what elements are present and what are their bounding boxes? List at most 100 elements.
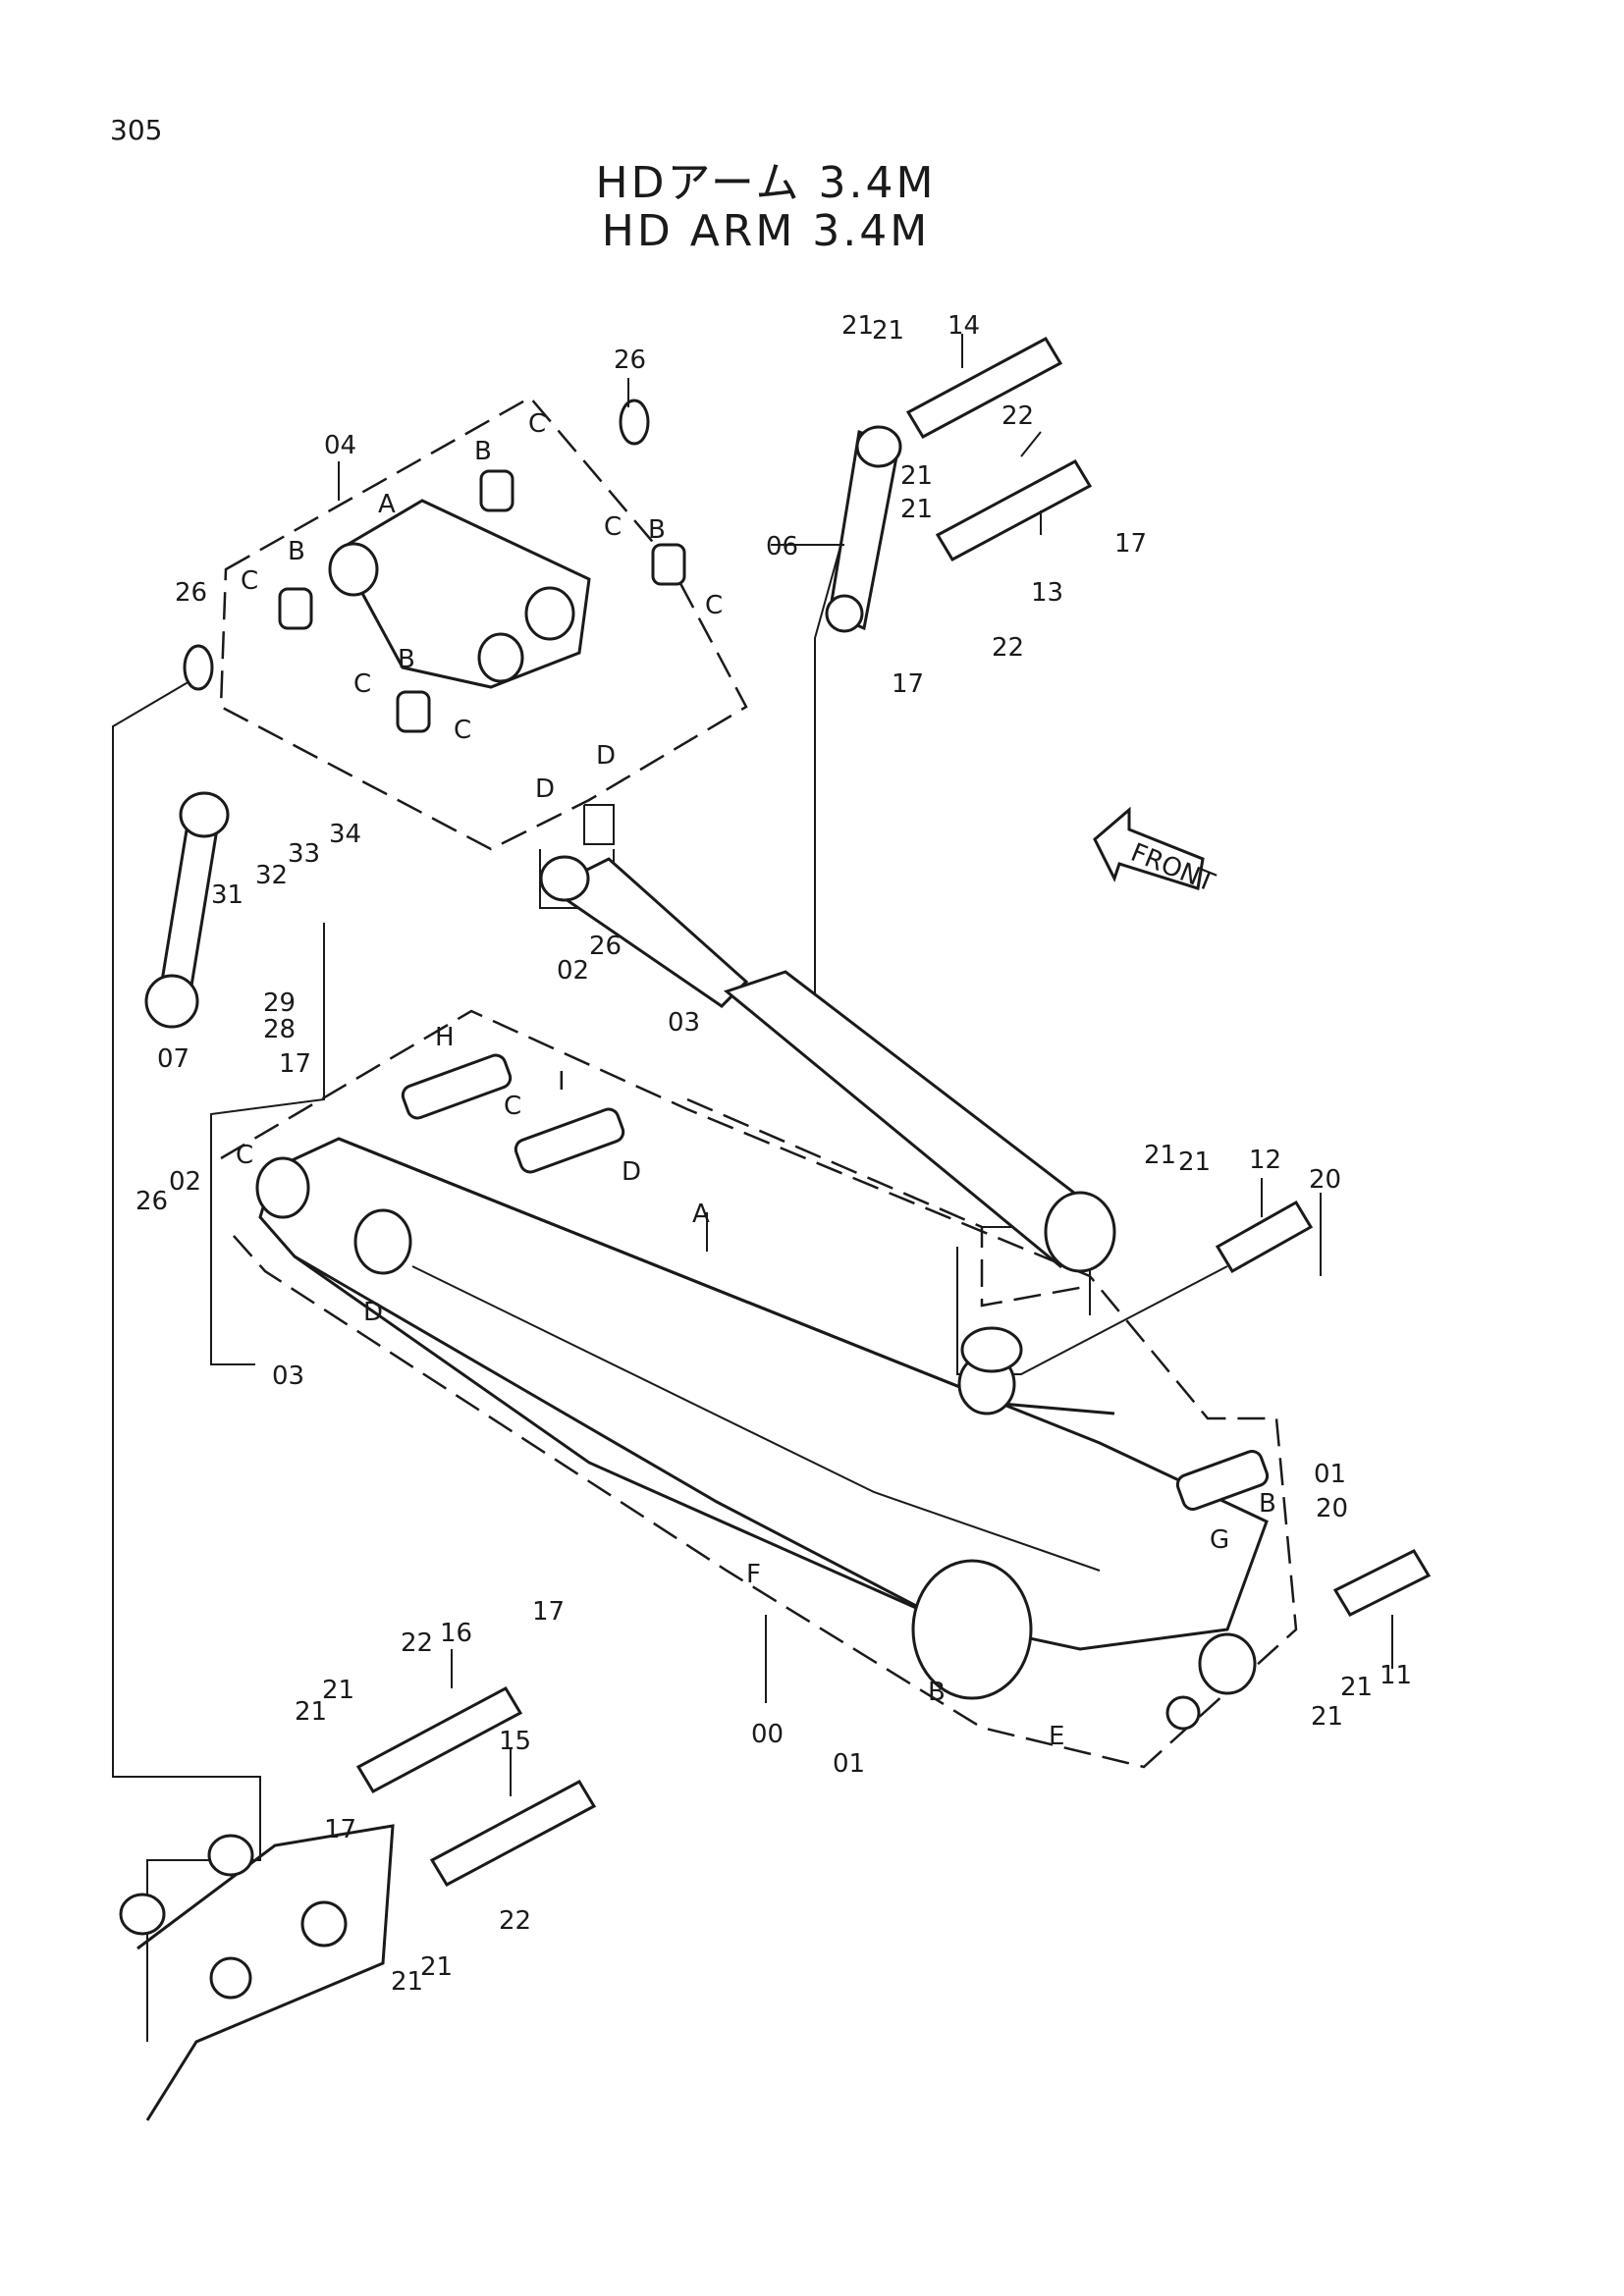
cylinder-rod	[547, 857, 749, 1008]
arm-group-outline	[220, 1009, 1298, 1769]
callout-C: C	[504, 1092, 521, 1121]
callout-C: C	[705, 591, 723, 620]
callout-12: 12	[1249, 1146, 1281, 1175]
pin-14	[905, 337, 1063, 439]
rod-link-bottom-eye	[825, 594, 864, 633]
callout-B: B	[1259, 1489, 1276, 1519]
bucket-link-line	[583, 804, 615, 845]
callout-21: 21	[1311, 1702, 1343, 1732]
link-boss-left	[328, 542, 379, 597]
bushing-B1	[479, 469, 514, 512]
callout-26: 26	[175, 578, 207, 608]
arm-bottom-edge	[294, 1255, 944, 1622]
boom-boss-right	[300, 1900, 348, 1948]
callout-17: 17	[532, 1597, 565, 1627]
callout-01: 01	[1314, 1460, 1346, 1489]
callout-G: G	[1210, 1525, 1229, 1555]
callout-21: 21	[295, 1697, 327, 1727]
boom-boss-left	[119, 1893, 166, 1936]
callout-21: 21	[1144, 1141, 1176, 1170]
arm-web-disc	[911, 1559, 1033, 1700]
leader-lines	[338, 334, 1393, 1796]
callout-21: 21	[900, 495, 933, 524]
callout-C: C	[454, 716, 471, 745]
callout-21: 21	[391, 1967, 423, 1997]
callout-C: C	[604, 512, 622, 542]
callout-02: 02	[169, 1167, 201, 1197]
link-group-outline	[219, 396, 748, 851]
pin-11	[1332, 1549, 1432, 1617]
callout-20: 20	[1316, 1494, 1348, 1523]
bushing-B4	[396, 690, 431, 733]
callout-34: 34	[329, 820, 361, 849]
callout-21: 21	[1178, 1148, 1211, 1177]
callout-33: 33	[288, 839, 320, 869]
callout-07: 07	[157, 1044, 189, 1074]
front-direction-arrow: FRONT	[1093, 806, 1218, 898]
arm-body	[255, 1137, 1269, 1731]
callout-11: 11	[1380, 1661, 1412, 1690]
callout-16: 16	[440, 1619, 472, 1648]
bushing-B3	[278, 587, 313, 630]
callout-15: 15	[499, 1727, 531, 1756]
callout-06: 06	[766, 532, 798, 561]
callout-C: C	[241, 566, 258, 596]
link-assembly	[183, 399, 686, 733]
left-assembly-line	[112, 676, 261, 2042]
callout-21: 21	[1340, 1673, 1373, 1702]
callout-21: 21	[900, 461, 933, 491]
callout-21: 21	[872, 316, 904, 346]
arm-boss-tip	[1198, 1632, 1257, 1695]
callout-C: C	[353, 669, 371, 699]
rod-link-06	[825, 425, 902, 633]
callout-04: 04	[324, 431, 356, 460]
callout-32: 32	[255, 861, 288, 890]
pin-15	[429, 1780, 597, 1887]
pin-12	[1215, 1200, 1314, 1274]
page-number: 305	[110, 114, 163, 146]
callout-B: B	[288, 537, 305, 566]
callout-A: A	[378, 490, 396, 519]
callout-C: C	[528, 409, 546, 439]
cylinder-head-eye	[1044, 1191, 1116, 1273]
callout-22: 22	[499, 1906, 531, 1936]
rod-link-top-eye	[855, 425, 902, 468]
callout-14: 14	[947, 311, 980, 341]
callout-D: D	[596, 741, 616, 771]
boss-group-outline	[686, 1097, 1091, 1308]
front-arrow-shape	[1093, 806, 1205, 890]
link-boss-right	[524, 586, 575, 641]
callout-C: C	[236, 1141, 253, 1170]
arm-web-line	[411, 1265, 1101, 1572]
callout-B: B	[474, 437, 492, 466]
callout-20: 20	[1309, 1165, 1341, 1195]
callout-17: 17	[324, 1815, 356, 1844]
callout-21: 21	[322, 1676, 354, 1705]
arm-bush-I	[514, 1107, 625, 1174]
callout-28: 28	[263, 1015, 296, 1044]
callout-D: D	[363, 1298, 383, 1327]
callout-21: 21	[841, 311, 874, 341]
arm-boss-upper-front	[960, 1326, 1023, 1373]
side-link-bottom-eye	[144, 974, 199, 1029]
bushing-B2	[651, 543, 686, 586]
boom-outline	[136, 1824, 395, 2121]
side-link-07	[144, 791, 230, 1029]
boom-boss-low	[209, 1956, 252, 2000]
arm-boss-top	[255, 1156, 310, 1219]
seal-ring-26a	[619, 399, 650, 446]
callout-E: E	[1049, 1722, 1064, 1751]
diagram-title-english: HD ARM 3.4M	[601, 206, 931, 256]
callout-31: 31	[211, 881, 244, 910]
bucket-cylinder	[539, 855, 1116, 1273]
arm-main-beam	[258, 1137, 1269, 1651]
callout-26: 26	[589, 932, 622, 961]
callout-26: 26	[135, 1187, 168, 1216]
callout-29: 29	[263, 988, 296, 1018]
callout-D: D	[535, 774, 555, 804]
callout-F: F	[746, 1560, 761, 1589]
arm-boss-mid	[353, 1208, 412, 1275]
callout-17: 17	[1114, 529, 1147, 559]
callout-labels: 04 26 26 A B C B C C B C B C C D D 33 34…	[135, 311, 1412, 1997]
